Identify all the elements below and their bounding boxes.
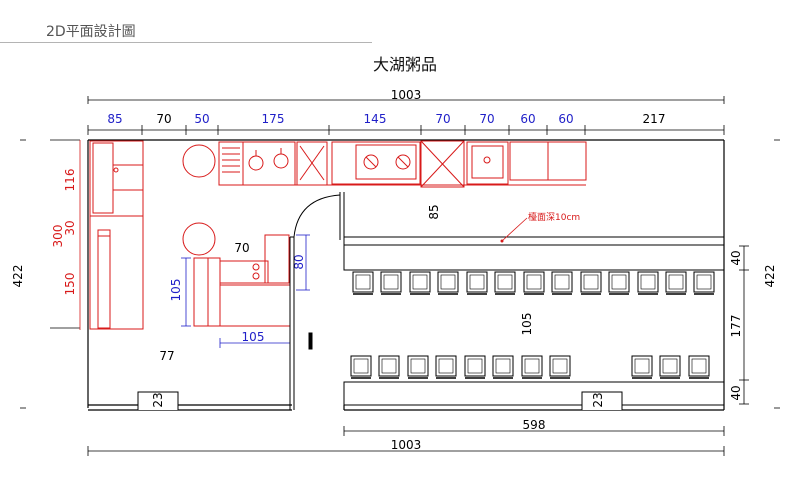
entrance-steps — [137, 391, 623, 410]
dim-80-label: 80 — [292, 254, 306, 269]
top-seg-6: 70 — [435, 112, 450, 126]
prep-area — [182, 222, 291, 327]
bottom-partial-label: 598 — [523, 418, 546, 432]
plan-title: 大湖粥品 — [373, 55, 437, 74]
top-segment-dimension — [87, 125, 725, 135]
left-red-116: 116 — [63, 169, 77, 192]
front-counter — [343, 381, 725, 406]
left-red-30: 30 — [63, 220, 77, 235]
top-seg-10: 217 — [643, 112, 666, 126]
top-seg-8: 60 — [520, 112, 535, 126]
right-dimension — [739, 139, 780, 409]
bottom-total-label: 1003 — [391, 438, 422, 452]
dim-105-v-label: 105 — [169, 279, 183, 302]
right-seg-177: 177 — [729, 315, 743, 338]
aisle-105-label: 105 — [520, 313, 534, 336]
step-left-label: 23 — [151, 392, 165, 407]
right-seg-40-bottom: 40 — [729, 385, 743, 400]
top-seg-4: 175 — [262, 112, 285, 126]
service-counter — [343, 236, 725, 271]
top-seg-7: 70 — [479, 112, 494, 126]
kitchen-door — [289, 192, 345, 410]
top-overall-dimension — [87, 96, 725, 104]
header-title: 2D平面設計圖 — [46, 24, 136, 40]
left-dimension — [20, 139, 80, 409]
outer-walls — [87, 139, 725, 411]
back-counter — [182, 140, 587, 188]
counter-note-leader — [501, 217, 528, 242]
dim-105-h-label: 105 — [242, 330, 265, 344]
left-storage-unit — [89, 140, 144, 330]
dim-70-label: 70 — [234, 241, 249, 255]
right-seg-40-top: 40 — [729, 250, 743, 265]
top-seg-9: 60 — [558, 112, 573, 126]
header-bar: 2D平面設計圖 — [0, 18, 372, 43]
top-seg-1: 85 — [107, 112, 122, 126]
left-red-150: 150 — [63, 273, 77, 296]
blue-dim-lines — [181, 234, 310, 348]
lower-stool-row — [350, 355, 710, 379]
top-seg-5: 145 — [364, 112, 387, 126]
counter-note: 檯面深10cm — [528, 211, 580, 223]
upper-stool-row — [352, 271, 715, 295]
dim-77-label: 77 — [159, 349, 174, 363]
left-red-300: 300 — [51, 225, 65, 248]
top-seg-3: 50 — [194, 112, 209, 126]
bottom-dimensions — [87, 426, 725, 456]
dim-85-label: 85 — [427, 204, 441, 219]
top-total-label: 1003 — [391, 88, 422, 102]
left-height-label: 422 — [11, 265, 25, 288]
counter-note-dot — [500, 239, 504, 243]
step-right-label: 23 — [591, 392, 605, 407]
right-height-label: 422 — [763, 265, 777, 288]
top-seg-2: 70 — [156, 112, 171, 126]
